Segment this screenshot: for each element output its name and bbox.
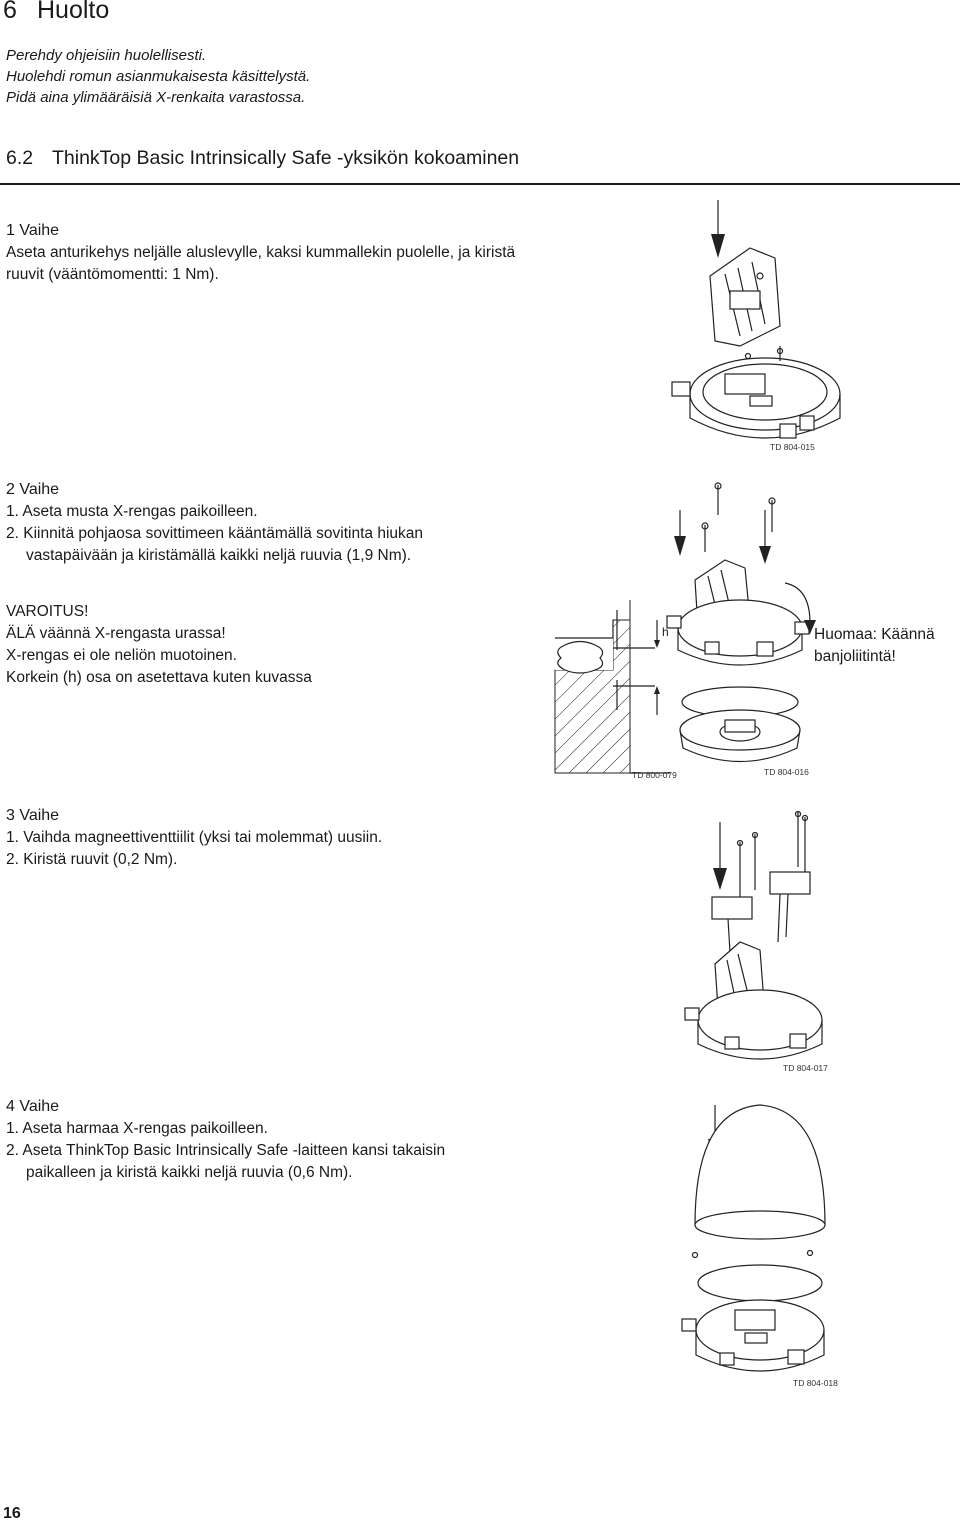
section-heading: 6 Huolto (3, 0, 109, 25)
intro-text: Perehdy ohjeisiin huolellisesti. Huolehd… (6, 45, 310, 108)
step-4-item: 1. Aseta harmaa X-rengas paikoilleen. (6, 1120, 268, 1137)
step-1-title: 1 Vaihe (6, 222, 60, 239)
subsection-title: ThinkTop Basic Intrinsically Safe -yksik… (52, 147, 520, 169)
step-4: 4 Vaihe 1. Aseta harmaa X-rengas paikoil… (6, 1096, 496, 1184)
warning-box: VAROITUS! ÄLÄ väännä X-rengasta urassa! … (6, 601, 366, 689)
intro-line: Pidä aina ylimääräisiä X-renkaita varast… (6, 89, 306, 106)
warning-title: VAROITUS! (6, 603, 89, 620)
intro-line: Perehdy ohjeisiin huolellisesti. (6, 47, 207, 64)
step-3-item: 2. Kiristä ruuvit (0,2 Nm). (6, 851, 178, 868)
figure-code-step-2a: TD 800-079 (632, 770, 677, 780)
subsection-heading: 6.2 ThinkTop Basic Intrinsically Safe -yk… (6, 147, 519, 170)
step-4-title: 4 Vaihe (6, 1098, 60, 1115)
step-2-figure (666, 482, 810, 763)
figure-code-step-3: TD 804-017 (783, 1063, 828, 1073)
figure-code-step-2b: TD 804-016 (764, 767, 809, 777)
note-label: Huomaa: (814, 626, 877, 643)
heading-rule (0, 183, 960, 185)
subsection-number: 6.2 (6, 147, 34, 169)
figure-code-step-4: TD 804-018 (793, 1378, 838, 1388)
warning-line: Korkein (h) osa on asetettava kuten kuva… (6, 669, 312, 686)
note-text: Käännä banjoliitintä! (814, 626, 935, 665)
step-4-item: 2. Aseta ThinkTop Basic Intrinsically Sa… (6, 1142, 446, 1181)
step-2-item: 1. Aseta musta X-rengas paikoilleen. (6, 503, 258, 520)
step-2: 2 Vaihe 1. Aseta musta X-rengas paikoill… (6, 479, 476, 567)
step-3-item: 1. Vaihda magneettiventtiilit (yksi tai … (6, 829, 383, 846)
figure-code-step-1: TD 804-015 (770, 442, 815, 452)
warning-line: X-rengas ei ole neliön muotoinen. (6, 647, 237, 664)
step-1-text: Aseta anturikehys neljälle aluslevylle, … (6, 244, 516, 283)
section-title: Huolto (37, 0, 110, 24)
page-number: 16 (3, 1505, 21, 1522)
step-1-figure (671, 200, 841, 439)
intro-line: Huolehdi romun asianmukaisesta käsittely… (6, 68, 311, 85)
step-4-figure (681, 1104, 826, 1372)
note: Huomaa: Käännä banjoliitintä! (814, 624, 960, 668)
h-label: h (662, 625, 669, 639)
step-3-figure (684, 810, 823, 1060)
step-3-title: 3 Vaihe (6, 807, 60, 824)
rotate-arrow-icon (784, 582, 816, 634)
section-number: 6 (3, 0, 17, 24)
warning-line: ÄLÄ väännä X-rengasta urassa! (6, 625, 226, 642)
step-2-title: 2 Vaihe (6, 481, 60, 498)
step-1: 1 Vaihe Aseta anturikehys neljälle alusl… (6, 220, 516, 286)
step-3: 3 Vaihe 1. Vaihda magneettiventtiilit (y… (6, 805, 476, 871)
x-ring-section-figure (554, 600, 670, 774)
step-2-item: 2. Kiinnitä pohjaosa sovittimeen kääntäm… (6, 525, 424, 564)
